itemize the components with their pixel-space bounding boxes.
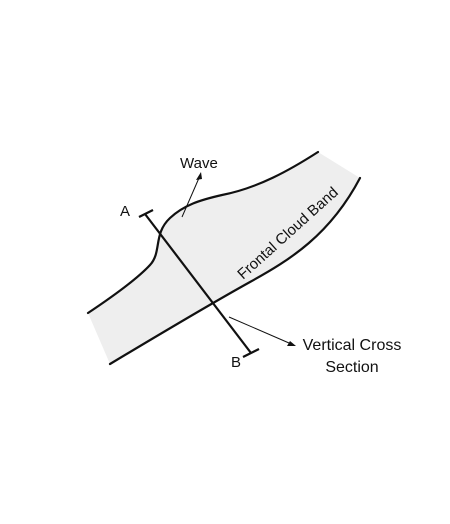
wave-label: Wave [180,155,218,172]
cross-section-cap-b [242,348,260,358]
wave-arrow-head [196,172,202,180]
band-upper-edge [86,150,320,315]
vertical-cross-section-label-line1: Vertical Cross [303,337,402,354]
wave-arrow-line [181,177,200,218]
section-arrow-head [287,341,296,346]
cross-section-cap-a [138,209,154,218]
band-lower-edge [108,176,362,366]
cloud-band-area [88,152,360,364]
point-a-label: A [120,203,130,220]
point-b-label: B [231,354,241,371]
cross-section-line [144,213,252,354]
section-arrow-line [228,316,290,344]
vertical-cross-section-label-line2: Section [325,359,378,376]
